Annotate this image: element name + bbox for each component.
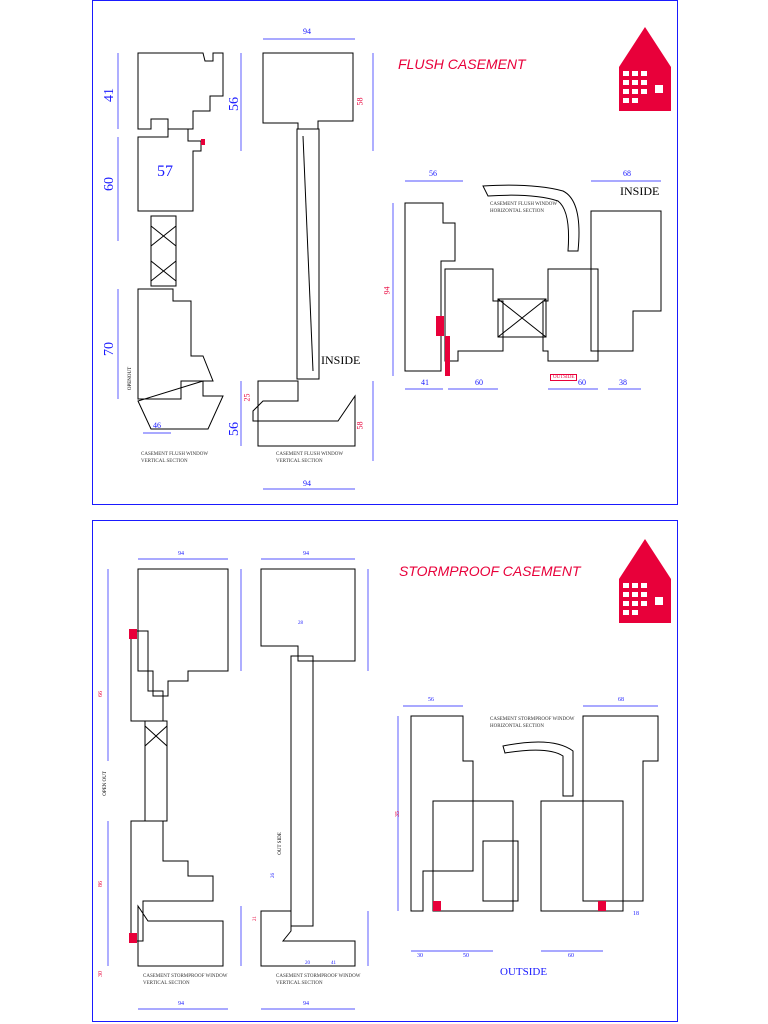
jamb-right (590, 210, 662, 352)
flush-casement-sheet: FLUSH CASEMENT 41 60 57 70 56 56 94 94 5… (92, 0, 678, 505)
head-frame (137, 568, 229, 697)
dim-h50: 50 (463, 953, 469, 959)
dim-26: 26 (271, 873, 276, 878)
dim-20: 20 (305, 961, 310, 966)
dim-h68: 68 (618, 697, 624, 703)
sill-right (260, 910, 356, 967)
dim-h94: 94 (382, 286, 392, 295)
dim-h60a: 60 (475, 378, 483, 387)
seal-red-2 (445, 336, 450, 376)
dim-57: 57 (157, 163, 173, 180)
dim-58-bottom: 58 (355, 421, 365, 430)
inside-label-left: INSIDE (321, 353, 361, 367)
dim-h30: 30 (417, 953, 423, 959)
sash-left (444, 268, 504, 362)
dim-h56: 56 (428, 697, 434, 703)
dim-41: 41 (331, 961, 336, 966)
dim-60: 60 (102, 177, 117, 191)
dim-h18: 18 (633, 911, 639, 917)
sheet-title: STORMPROOF CASEMENT (399, 563, 581, 579)
stormproof-casement-drawing (107, 558, 659, 1010)
bead-right (290, 655, 314, 927)
jamb-left (404, 202, 456, 372)
sash-top (130, 630, 164, 722)
dim-94-a: 94 (178, 551, 184, 557)
dim-v30: 30 (98, 971, 104, 977)
sash-right (542, 268, 599, 362)
openout-label: OPENOUT (128, 366, 134, 391)
dim-94-b: 94 (303, 551, 309, 557)
dim-v86: 86 (98, 881, 104, 887)
head-frame-profile (137, 52, 224, 130)
sill (137, 904, 224, 967)
dim-56-bottom: 56 (227, 422, 242, 436)
handle (482, 184, 580, 252)
dim-28: 28 (298, 621, 303, 626)
dim-h68: 68 (623, 169, 631, 178)
seal-4 (598, 901, 606, 911)
dim-56-top: 56 (227, 97, 242, 111)
left-glazing (150, 215, 177, 287)
dim-h41: 41 (421, 378, 429, 387)
house-logo-icon (619, 539, 671, 623)
dim-94-top: 94 (303, 27, 311, 36)
sill-right (252, 380, 356, 447)
dim-94-c: 94 (178, 1001, 184, 1007)
outside-vertical-label: OUT SIDE (277, 832, 283, 855)
openout-label: OPEN OUT (102, 771, 108, 796)
dim-41: 41 (102, 88, 117, 102)
dim-h60b: 60 (578, 378, 586, 387)
sash-bottom-profile (137, 288, 214, 400)
seal-red-1 (436, 316, 444, 336)
stormproof-casement-sheet: STORMPROOF CASEMENT 94 94 94 94 56 68 30… (92, 520, 678, 1022)
handle (502, 741, 574, 797)
seal-2 (129, 933, 137, 943)
inside-label-right: INSIDE (620, 184, 660, 198)
dim-h38: 38 (619, 378, 627, 387)
house-logo-icon (619, 27, 671, 111)
dim-25: 25 (242, 393, 252, 402)
dim-v66: 66 (98, 691, 104, 697)
dim-70: 70 (102, 342, 117, 356)
outside-label: OUTSIDE (500, 966, 548, 978)
sash-bottom (130, 820, 214, 942)
dim-v35: 35 (395, 811, 401, 817)
dim-58-top: 58 (355, 97, 365, 106)
jamb-left (410, 715, 474, 912)
sheet-title: FLUSH CASEMENT (398, 56, 526, 72)
glazing-left-h (482, 840, 519, 902)
dim-94-bottom: 94 (303, 479, 311, 488)
sash-right (540, 800, 624, 912)
flush-casement-drawing (117, 38, 662, 490)
head-frame-right (262, 52, 354, 130)
dim-94-d: 94 (303, 1001, 309, 1007)
glazing-bead-right (296, 128, 320, 380)
seal-3 (433, 901, 441, 911)
glazing-left (497, 298, 547, 338)
dim-h60: 60 (568, 953, 574, 959)
dim-46: 46 (153, 421, 161, 430)
dim-h56: 56 (429, 169, 437, 178)
jamb-right (582, 715, 659, 902)
sill-profile (137, 380, 224, 430)
dim-21: 21 (253, 916, 258, 921)
seal-1 (129, 629, 137, 639)
sash-left (432, 800, 514, 912)
head-right (260, 568, 356, 662)
outside-label: OUTSIDE (550, 374, 578, 381)
